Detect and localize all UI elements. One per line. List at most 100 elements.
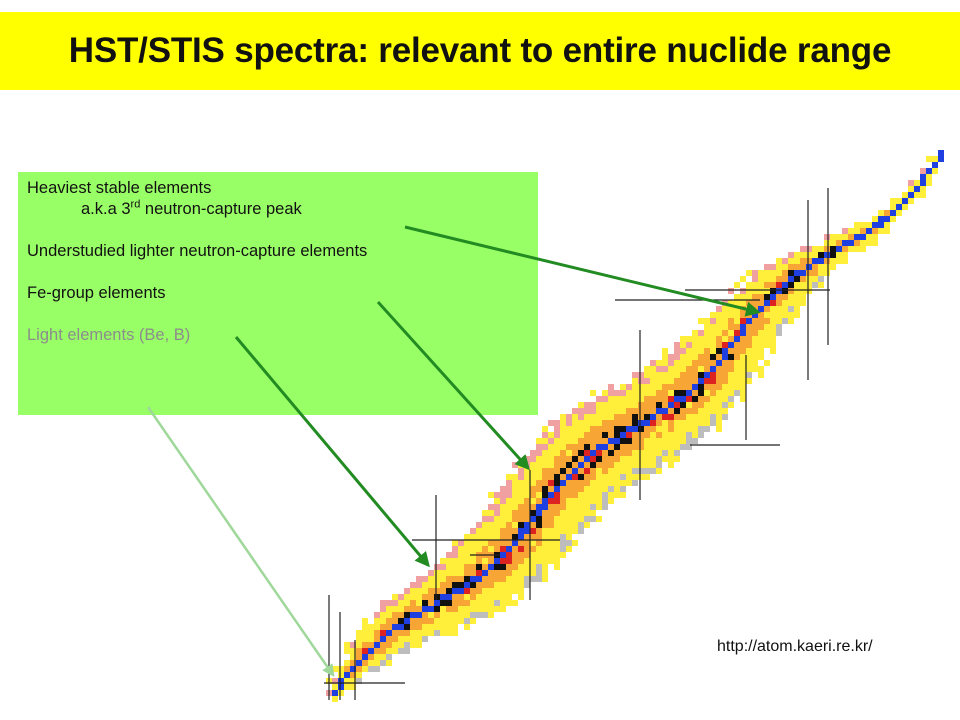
nuclide-cell: [542, 540, 548, 546]
nuclide-cell: [572, 522, 578, 528]
nuclide-cell: [776, 300, 782, 306]
nuclide-cell: [770, 282, 776, 288]
nuclide-cell: [566, 504, 572, 510]
nuclide-cell: [392, 648, 398, 654]
nuclide-cell: [794, 306, 800, 312]
nuclide-cell: [518, 594, 524, 600]
nuclide-cell: [716, 336, 722, 342]
nuclide-cell: [542, 486, 548, 492]
nuclide-cell: [626, 468, 632, 474]
nuclide-cell: [446, 570, 452, 576]
nuclide-cell: [638, 378, 644, 384]
nuclide-cell: [614, 444, 620, 450]
nuclide-cell: [428, 612, 434, 618]
nuclide-cell: [476, 576, 482, 582]
nuclide-cell: [692, 348, 698, 354]
nuclide-cell: [764, 324, 770, 330]
nuclide-cell: [824, 234, 830, 240]
nuclide-cell: [608, 426, 614, 432]
nuclide-cell: [578, 414, 584, 420]
nuclide-cell: [560, 432, 566, 438]
nuclide-cell: [554, 510, 560, 516]
nuclide-cell: [728, 372, 734, 378]
nuclide-cell: [800, 264, 806, 270]
nuclide-cell: [782, 276, 788, 282]
nuclide-cell: [554, 492, 560, 498]
nuclide-cell: [674, 432, 680, 438]
nuclide-cell: [452, 552, 458, 558]
nuclide-cell: [512, 522, 518, 528]
nuclide-cell: [752, 288, 758, 294]
nuclide-cell: [818, 258, 824, 264]
nuclide-cell: [746, 288, 752, 294]
nuclide-cell: [434, 612, 440, 618]
nuclide-cell: [554, 516, 560, 522]
nuclide-cell: [728, 336, 734, 342]
nuclide-cell: [704, 330, 710, 336]
nuclide-cell: [632, 396, 638, 402]
nuclide-cell: [560, 456, 566, 462]
nuclide-cell: [758, 336, 764, 342]
nuclide-cell: [440, 588, 446, 594]
nuclide-cell: [722, 384, 728, 390]
nuclide-cell: [836, 240, 842, 246]
nuclide-cell: [572, 480, 578, 486]
nuclide-cell: [758, 270, 764, 276]
nuclide-cell: [710, 372, 716, 378]
nuclide-cell: [554, 432, 560, 438]
nuclide-cell: [512, 570, 518, 576]
nuclide-cell: [446, 624, 452, 630]
nuclide-cell: [908, 192, 914, 198]
nuclide-cell: [722, 414, 728, 420]
nuclide-cell: [500, 516, 506, 522]
nuclide-cell: [680, 426, 686, 432]
nuclide-cell: [512, 528, 518, 534]
nuclide-cell: [674, 342, 680, 348]
nuclide-cell: [650, 366, 656, 372]
nuclide-cell: [776, 282, 782, 288]
nuclide-cell: [458, 600, 464, 606]
nuclide-cell: [530, 516, 536, 522]
nuclide-cell: [356, 636, 362, 642]
nuclide-cell: [452, 576, 458, 582]
nuclide-cell: [332, 678, 338, 684]
nuclide-cell: [764, 360, 770, 366]
legend-heaviest-subtitle: a.k.a 3rd neutron-capture peak: [27, 199, 538, 220]
nuclide-cell: [566, 522, 572, 528]
nuclide-cell: [344, 684, 350, 690]
nuclide-cell: [500, 570, 506, 576]
nuclide-cell: [656, 444, 662, 450]
nuclide-cell: [704, 360, 710, 366]
nuclide-cell: [584, 468, 590, 474]
nuclide-cell: [698, 354, 704, 360]
nuclide-cell: [506, 480, 512, 486]
nuclide-cell: [758, 324, 764, 330]
nuclide-cell: [728, 300, 734, 306]
nuclide-cell: [506, 570, 512, 576]
nuclide-cell: [680, 354, 686, 360]
nuclide-cell: [368, 660, 374, 666]
nuclide-cell: [626, 420, 632, 426]
nuclide-cell: [704, 414, 710, 420]
nuclide-cell: [656, 408, 662, 414]
nuclide-cell: [530, 546, 536, 552]
nuclide-cell: [758, 282, 764, 288]
nuclide-cell: [530, 474, 536, 480]
nuclide-cell: [488, 516, 494, 522]
nuclide-cell: [488, 540, 494, 546]
nuclide-cell: [470, 600, 476, 606]
nuclide-cell: [494, 564, 500, 570]
nuclide-cell: [524, 546, 530, 552]
nuclide-cell: [722, 402, 728, 408]
nuclide-cell: [632, 408, 638, 414]
nuclide-cell: [368, 636, 374, 642]
nuclide-cell: [608, 498, 614, 504]
nuclide-cell: [632, 414, 638, 420]
nuclide-cell: [758, 354, 764, 360]
nuclide-cell: [722, 396, 728, 402]
nuclide-cell: [554, 420, 560, 426]
nuclide-cell: [788, 282, 794, 288]
nuclide-cell: [350, 642, 356, 648]
nuclide-cell: [500, 534, 506, 540]
nuclide-cell: [716, 372, 722, 378]
